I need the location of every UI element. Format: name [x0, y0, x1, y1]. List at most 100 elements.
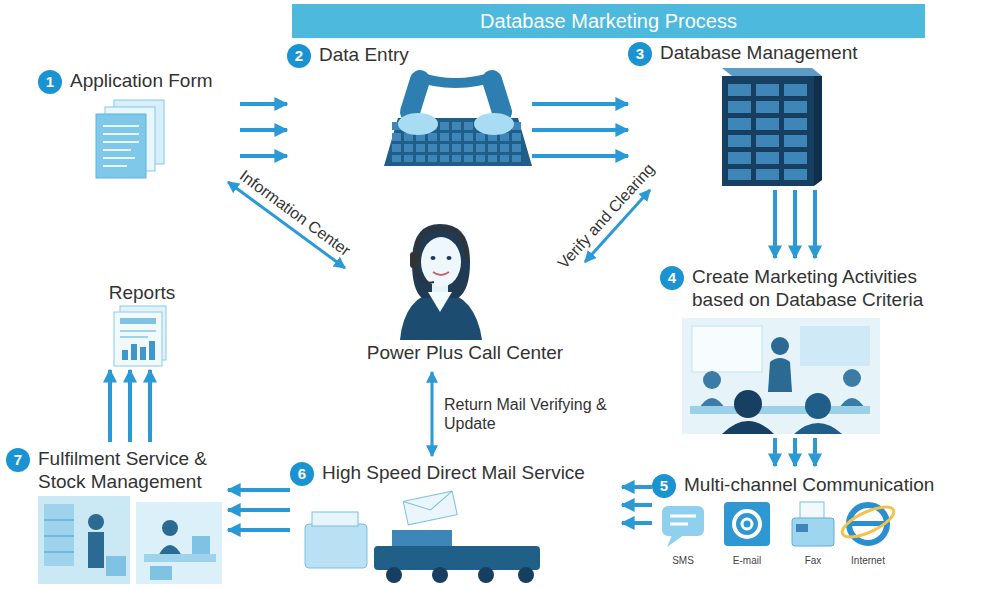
keyboard-illustration	[384, 72, 532, 166]
document-stack-illustration	[103, 126, 139, 166]
meeting-photo-illustration	[794, 423, 842, 434]
keyboard-illustration	[492, 80, 502, 112]
edge-label-holder: Verify and Clearing	[554, 159, 659, 272]
step-number: 5	[652, 474, 676, 498]
call-center-agent-illustration	[400, 224, 482, 340]
channel-icons-illustration	[734, 511, 760, 537]
flow-arrow-stripe	[773, 438, 777, 466]
process-step: 2 Data Entry	[287, 42, 532, 170]
call-center-agent-illustration	[416, 228, 466, 258]
process-step: 3 Database Management	[628, 40, 868, 190]
edge-label: Verify and Clearing	[554, 159, 659, 272]
call-center-agent-illustration	[421, 237, 461, 287]
icon-caption: Internet	[851, 555, 885, 567]
flow-arrow-stripe	[813, 438, 817, 466]
step-number: 7	[6, 448, 30, 472]
call-center-agent-illustration	[410, 252, 419, 268]
flow-arrow	[793, 438, 797, 466]
flow-arrow	[622, 503, 652, 507]
icon-caption: SMS	[672, 555, 694, 567]
mail-machine-illustration	[518, 567, 534, 583]
server-rack-illustration	[722, 68, 822, 186]
mail-machine-illustration	[305, 524, 367, 568]
step-label: High Speed Direct Mail Service	[322, 462, 585, 485]
call-center-agent-illustration	[415, 268, 434, 283]
document-stack-illustration	[96, 100, 164, 178]
step-label: Multi-channel Communication	[684, 474, 934, 497]
server-rack-illustration	[728, 84, 809, 180]
process-step: 6High Speed Direct Mail Service	[290, 456, 622, 586]
call-center-agent-illustration	[447, 256, 452, 260]
call-center-agent-illustration	[428, 292, 452, 312]
step-label: Create Marketing Activities based on Dat…	[692, 266, 933, 312]
meeting-photo-illustration	[800, 326, 870, 366]
process-step: 5 Multi-channel Communication	[652, 466, 972, 584]
meeting-photo-illustration	[682, 318, 880, 434]
step-label: Reports	[109, 282, 176, 305]
report-illustration	[114, 306, 166, 366]
step-number: 4	[660, 266, 684, 290]
channel-icons-illustration	[838, 501, 897, 543]
keyboard-illustration	[474, 113, 514, 135]
channel-icons-illustration	[724, 502, 770, 546]
edge-label-holder: Return Mail Verifying & Update	[444, 395, 644, 433]
meeting-photo-illustration	[682, 318, 880, 434]
flow-arrow	[532, 128, 628, 132]
step-label: Power Plus Call Center	[367, 342, 563, 365]
channel-icons-illustration	[796, 524, 808, 532]
keyboard-illustration	[410, 80, 420, 112]
mail-machine-illustration	[432, 567, 448, 583]
fulfilment-photo-illustration	[192, 536, 210, 554]
call-center-agent-illustration	[412, 224, 470, 298]
meeting-photo-illustration	[690, 406, 870, 414]
icon-caption-holder: Fax	[805, 555, 822, 567]
fulfilment-photo-illustration	[88, 532, 104, 568]
flow-arrow-stripe	[228, 488, 290, 492]
flow-arrow-stripe	[773, 190, 777, 258]
report-illustration	[120, 318, 156, 324]
edge-label: Return Mail Verifying & Update	[444, 395, 644, 433]
meeting-photo-illustration	[805, 393, 831, 419]
meeting-photo-illustration	[734, 390, 762, 418]
process-step: Power Plus Call Center	[345, 214, 585, 372]
title-band: Database Marketing Process	[292, 4, 925, 38]
meeting-photo-illustration	[768, 358, 792, 392]
call-center-agent-illustration	[400, 290, 482, 340]
step-label: Fulfilment Service & Stock Management	[38, 448, 226, 494]
fulfilment-photo-illustration	[44, 520, 74, 552]
mail-machine-illustration	[403, 491, 455, 515]
server-rack-illustration	[722, 68, 822, 76]
mail-machine-illustration	[403, 491, 457, 525]
flow-arrow-stripe	[148, 370, 152, 442]
report-illustration	[122, 350, 128, 360]
step-label: Database Management	[660, 42, 858, 65]
icon-caption: E-mail	[733, 555, 761, 567]
report-illustration	[140, 347, 146, 360]
icon-caption-holder: E-mail	[733, 555, 761, 567]
step-number: 3	[628, 42, 652, 66]
mail-machine-illustration	[305, 491, 540, 583]
fulfilment-photo-illustration	[136, 502, 222, 584]
mail-machine-illustration	[392, 530, 452, 548]
call-center-agent-illustration	[433, 272, 449, 275]
step-number: 2	[287, 44, 311, 68]
flow-arrow	[240, 128, 287, 132]
meeting-photo-illustration	[771, 337, 789, 355]
fulfilment-photo-illustration	[106, 556, 126, 576]
mail-machine-illustration	[478, 567, 494, 583]
channel-icons-illustration	[670, 516, 696, 524]
fulfilment-photo-illustration	[88, 514, 104, 530]
double-arrow	[431, 372, 434, 456]
flow-arrow-stripe	[240, 154, 287, 158]
report-illustration	[149, 341, 155, 360]
flow-arrow-stripe	[240, 102, 287, 106]
fulfilment-photo-illustration	[44, 504, 74, 566]
mail-machine-illustration	[312, 512, 358, 526]
fulfilment-photo-illustration	[38, 496, 222, 584]
report-illustration	[131, 344, 137, 360]
mail-machine-illustration	[374, 546, 540, 570]
process-step: 7 Fulfilment Service & Stock Management	[6, 442, 228, 586]
icon-caption-holder: Internet	[851, 555, 885, 567]
step-label: Data Entry	[319, 44, 409, 67]
